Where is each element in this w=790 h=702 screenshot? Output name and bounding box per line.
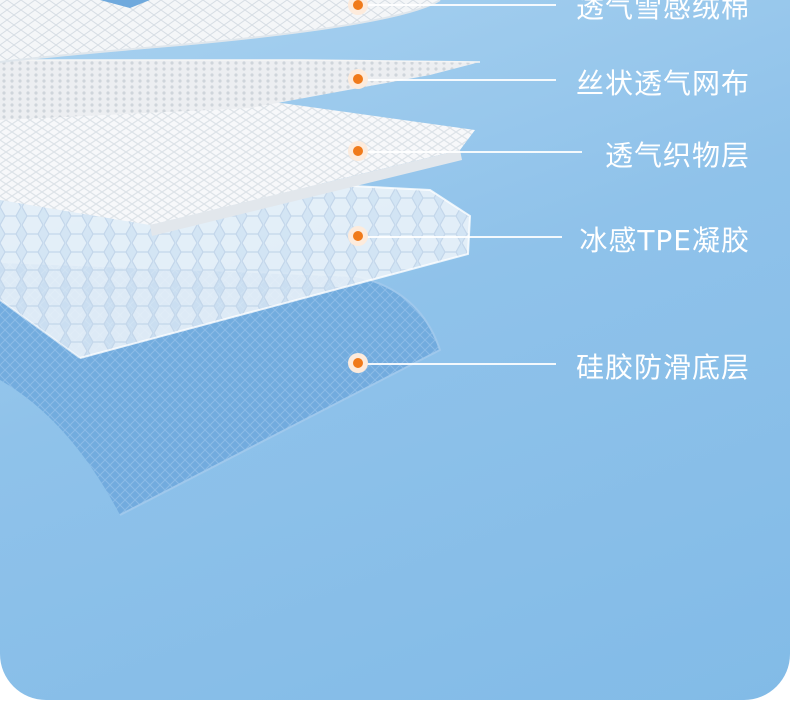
layer-label-silk-mesh: 丝状透气网布	[576, 62, 750, 102]
layer-marker-4	[348, 226, 368, 246]
layer-label-top-foam: 透气雪感绒棉	[576, 0, 750, 26]
layer-marker-2	[348, 69, 368, 89]
top-foam-layer	[0, 0, 440, 62]
layer-marker-3	[348, 141, 368, 161]
leader-line-5	[366, 363, 556, 365]
leader-line-4	[366, 236, 562, 238]
layer-label-silicone: 硅胶防滑底层	[576, 346, 750, 386]
layer-label-woven: 透气织物层	[605, 134, 750, 174]
leader-line-2	[366, 79, 556, 81]
leader-line-1	[366, 4, 556, 6]
leader-line-3	[366, 151, 582, 153]
layer-label-tpe-gel: 冰感TPE凝胶	[579, 219, 750, 259]
layer-marker-5	[348, 353, 368, 373]
